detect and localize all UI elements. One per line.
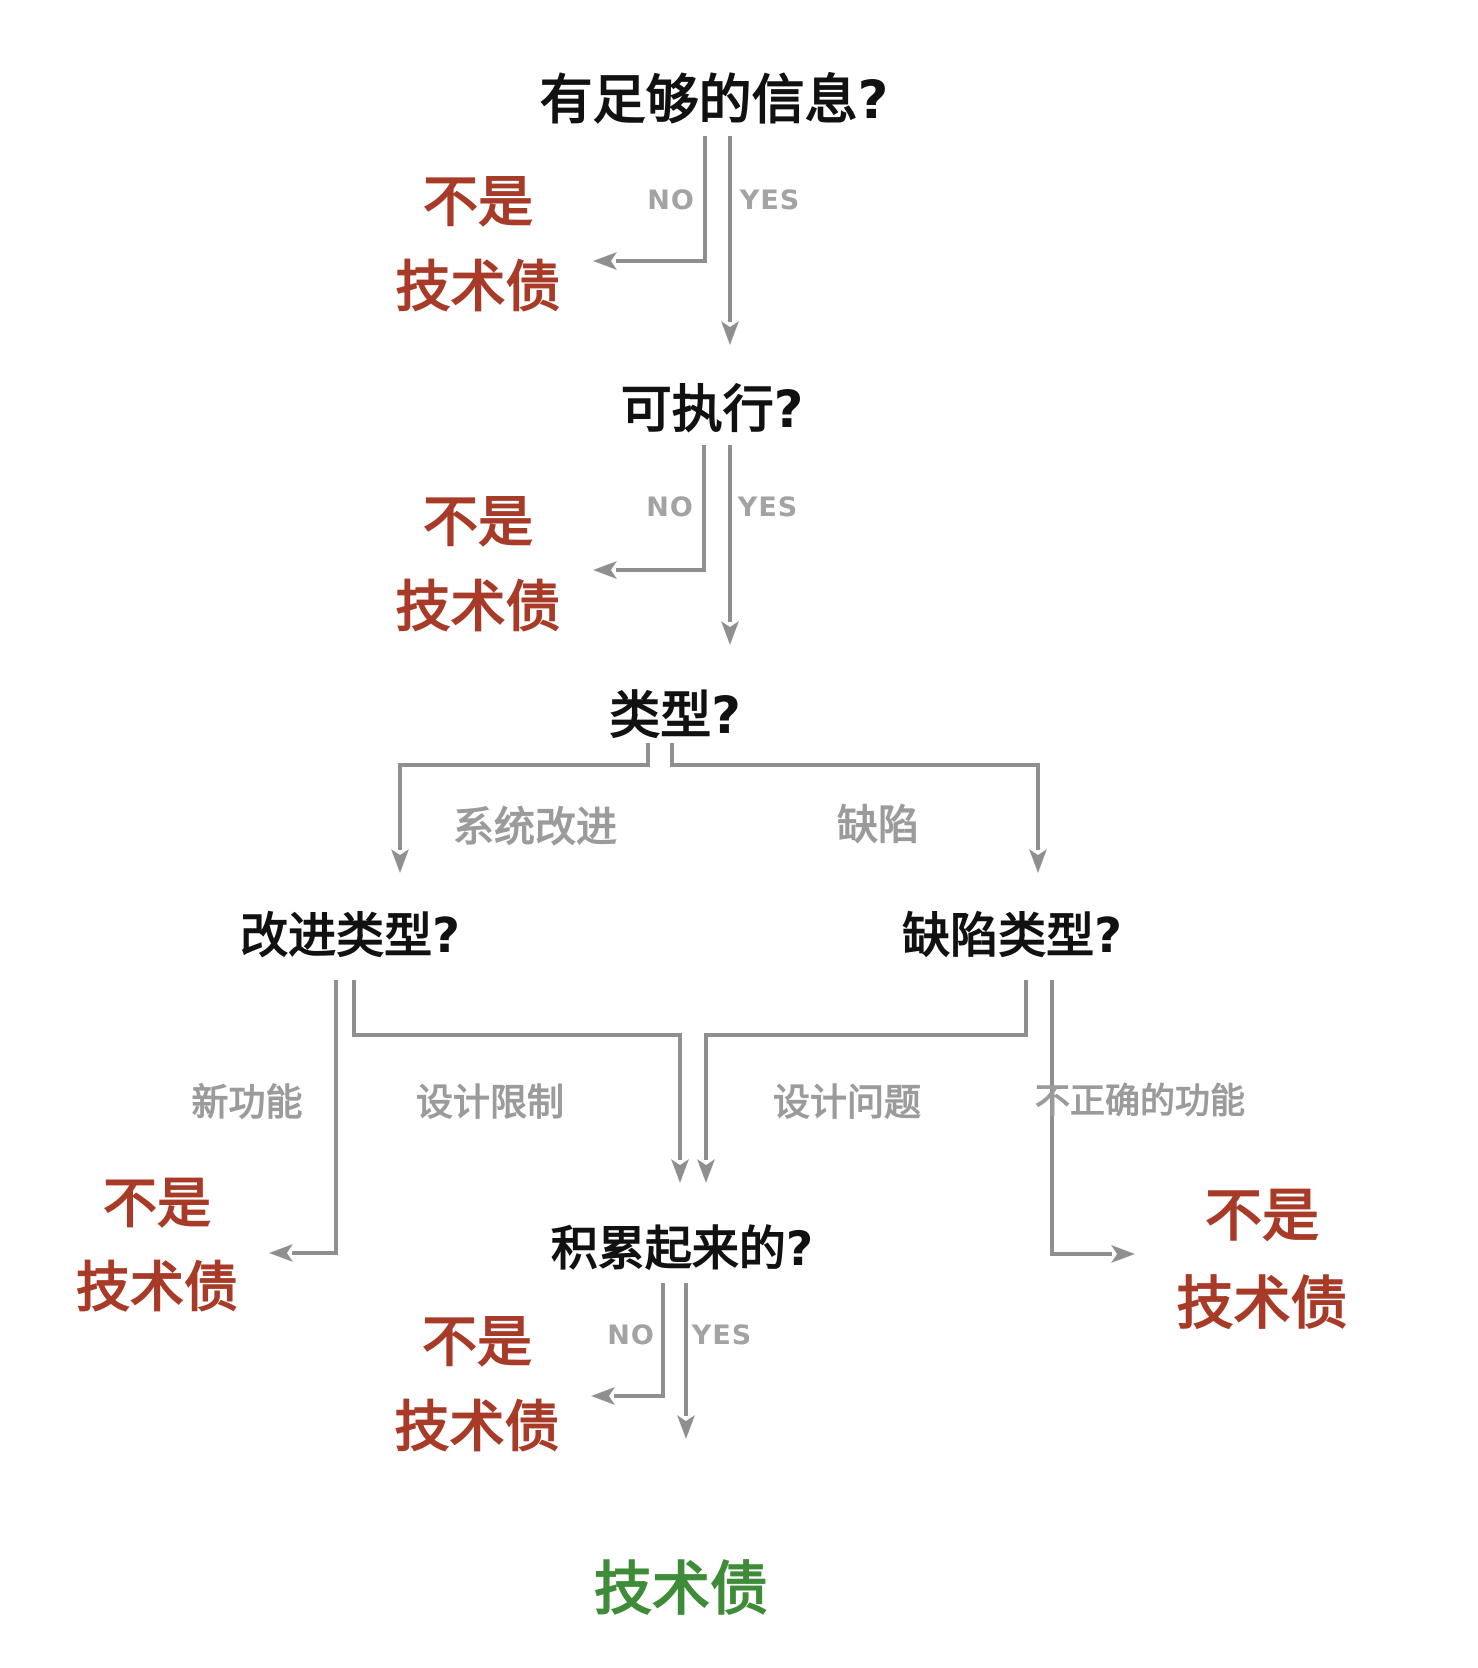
edge-type-system-improvement: [391, 743, 650, 873]
outcome-not-tech-debt-2: 不是 技术债: [395, 480, 560, 651]
outcome-line: 不是: [422, 490, 534, 554]
node-enough-info-question: 有足够的信息?: [539, 70, 889, 131]
edge-label-yes-2: YES: [737, 492, 799, 523]
edge-no-3: [591, 1283, 665, 1405]
outcome-not-tech-debt-5: 不是 技术债: [1177, 1172, 1348, 1349]
outcome-line: 技术债: [1176, 1271, 1348, 1338]
node-defect-type-question: 缺陷类型?: [902, 908, 1122, 964]
outcome-tech-debt: 技术债: [593, 1555, 769, 1623]
edge-new-feature: [269, 980, 338, 1262]
outcome-line: 技术债: [394, 1395, 560, 1460]
edge-label-design-constraint: 设计限制: [416, 1081, 564, 1124]
outcome-not-tech-debt-4: 不是 技术债: [394, 1300, 559, 1471]
edge-label-new-feature: 新功能: [191, 1081, 303, 1124]
outcome-line: 不是: [422, 170, 534, 234]
node-actionable-question: 可执行?: [620, 381, 804, 440]
edge-type-defect: [670, 743, 1047, 873]
outcome-line: 不是: [1205, 1183, 1319, 1249]
edge-label-yes-3: YES: [691, 1320, 753, 1351]
outcome-line: 技术债: [395, 575, 561, 640]
edge-label-no-3: NO: [607, 1320, 655, 1351]
edge-label-no-2: NO: [646, 492, 694, 523]
edge-design-constraint: [352, 980, 689, 1183]
edge-incorrect-feature: [1050, 980, 1135, 1263]
edge-design-problem: [697, 980, 1028, 1183]
edge-no-1: [593, 136, 707, 270]
edge-label-no-1: NO: [647, 185, 695, 216]
outcome-line: 技术债: [395, 255, 561, 320]
edge-label-design-problem: 设计问题: [773, 1081, 921, 1124]
node-accumulated-question: 积累起来的?: [550, 1222, 814, 1277]
node-improvement-type-question: 改进类型?: [240, 908, 460, 964]
outcome-line: 技术债: [76, 1255, 238, 1319]
edge-label-defect: 缺陷: [837, 801, 919, 849]
outcome-line: 不是: [103, 1172, 211, 1235]
outcome-line: 不是: [421, 1310, 533, 1374]
edge-label-system-improvement: 系统改进: [453, 803, 617, 851]
node-type-question: 类型?: [609, 687, 741, 746]
outcome-not-tech-debt-1: 不是 技术债: [395, 160, 560, 331]
edge-label-incorrect-feature: 不正确的功能: [1034, 1082, 1246, 1122]
outcome-not-tech-debt-3: 不是 技术债: [76, 1162, 238, 1329]
edge-no-2: [593, 445, 706, 579]
edge-label-yes-1: YES: [739, 185, 801, 216]
